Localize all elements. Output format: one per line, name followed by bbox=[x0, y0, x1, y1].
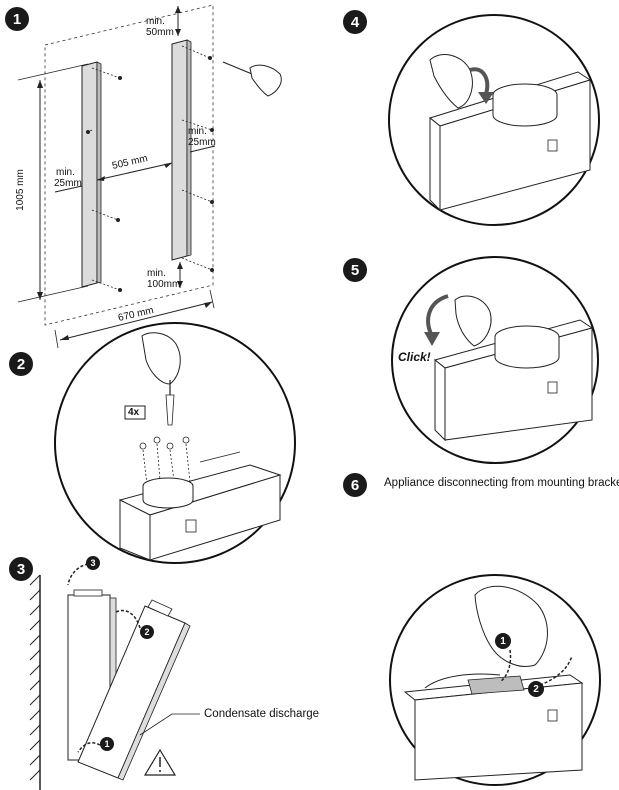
step-3-marker-2: 2 bbox=[140, 625, 154, 639]
step-1-badge: 1 bbox=[5, 7, 29, 31]
step-6-caption: Appliance disconnecting from mounting br… bbox=[384, 477, 619, 489]
step-6-marker-1: 1 bbox=[495, 633, 511, 649]
min-100-value: 100mm bbox=[147, 279, 181, 290]
min-25-left-value: 25mm bbox=[54, 178, 82, 189]
step-5-badge: 5 bbox=[343, 258, 367, 282]
step-4-badge: 4 bbox=[343, 10, 367, 34]
screw-count-label: 4x bbox=[128, 407, 140, 418]
min-50-value: 50mm bbox=[146, 27, 174, 38]
step-3-badge: 3 bbox=[9, 557, 33, 581]
min-50-label: min. bbox=[146, 16, 165, 27]
step-6-marker-2: 2 bbox=[528, 681, 544, 697]
step-3-marker-3: 3 bbox=[86, 556, 100, 570]
step-2-badge: 2 bbox=[9, 352, 33, 376]
min-25-left-label: min. bbox=[56, 167, 75, 178]
min-25-right-label: min. bbox=[188, 126, 207, 137]
condensate-discharge-label: Condensate discharge bbox=[204, 708, 320, 720]
min-25-right-value: 25mm bbox=[188, 137, 216, 148]
min-100-label: min. bbox=[147, 268, 166, 279]
step-3-marker-1: 1 bbox=[100, 737, 114, 751]
step-6-badge: 6 bbox=[343, 473, 367, 497]
click-label: Click! bbox=[398, 350, 431, 364]
